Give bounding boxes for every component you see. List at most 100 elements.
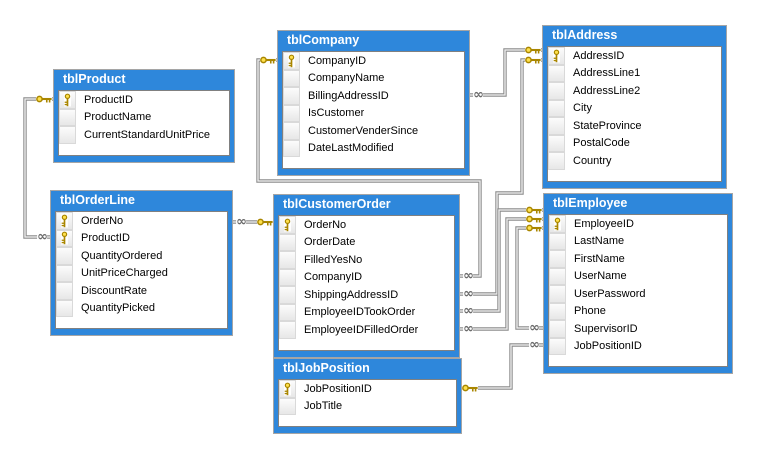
relationship-line-employee-supervisor-self[interactable] (515, 226, 543, 330)
relationship-line-employee-customerorder-took (460, 209, 543, 312)
column-name: UserPassword (574, 287, 646, 300)
table-title[interactable]: tblCompany (287, 33, 360, 47)
key-endpoint-icon (260, 55, 276, 65)
row-icon-cell (548, 82, 565, 100)
column-name: UnitPriceCharged (81, 267, 168, 280)
column-row-CurrentStandardUnitPrice[interactable]: CurrentStandardUnitPrice (59, 126, 229, 144)
column-row-OrderDate[interactable]: OrderDate (279, 233, 454, 251)
column-row-FirstName[interactable]: FirstName (549, 250, 727, 268)
row-icon-cell (56, 299, 73, 317)
row-icon-cell (283, 69, 300, 87)
table-title[interactable]: tblCustomerOrder (283, 197, 391, 211)
column-name: PostalCode (573, 137, 630, 150)
table-title[interactable]: tblProduct (63, 72, 126, 86)
relationship-line-product-orderline[interactable] (23, 97, 53, 239)
table-title[interactable]: tblAddress (552, 28, 618, 42)
column-row-DateLastModified[interactable]: DateLastModified (283, 139, 464, 157)
column-row-IsCustomer[interactable]: IsCustomer (283, 104, 464, 122)
table-tblJobPosition[interactable]: tblJobPosition JobPositionID JobTitle (273, 358, 462, 434)
column-row-StateProvince[interactable]: StateProvince (548, 117, 721, 135)
column-row-UnitPriceCharged[interactable]: UnitPriceCharged (56, 264, 227, 282)
column-row-DiscountRate[interactable]: DiscountRate (56, 282, 227, 300)
column-name: Country (573, 154, 612, 167)
column-name: EmployeeID (574, 217, 634, 230)
column-name: CompanyID (308, 54, 367, 67)
column-row-EmployeeIDFilledOrder[interactable]: EmployeeIDFilledOrder (279, 321, 454, 339)
key-endpoint-icon (36, 94, 52, 104)
row-icon-cell (549, 267, 566, 285)
relationship-line-employee-customerorder-filled (460, 218, 543, 330)
primary-key-icon (56, 212, 73, 230)
table-title[interactable]: tblJobPosition (283, 361, 370, 375)
column-row-PostalCode[interactable]: PostalCode (548, 134, 721, 152)
column-name: OrderNo (304, 218, 347, 231)
column-row-QuantityPicked[interactable]: QuantityPicked (56, 299, 227, 317)
column-name: JobPositionID (574, 340, 642, 353)
column-name: ProductID (84, 93, 133, 106)
relationship-line-employee-supervisor-self (516, 227, 543, 329)
column-name: StateProvince (573, 119, 642, 132)
table-title[interactable]: tblOrderLine (60, 193, 136, 207)
row-icon-cell (56, 282, 73, 300)
column-row-CompanyName[interactable]: CompanyName (283, 69, 464, 87)
key-endpoint-icon (526, 223, 542, 233)
column-row-UserName[interactable]: UserName (549, 267, 727, 285)
row-icon-cell (548, 99, 565, 117)
column-row-EmployeeID[interactable]: EmployeeID (549, 215, 727, 233)
key-endpoint-icon (526, 214, 542, 224)
column-row-JobTitle[interactable]: JobTitle (279, 397, 456, 415)
row-icon-cell (279, 233, 296, 251)
row-icon-cell (279, 268, 296, 286)
column-name: Phone (574, 305, 606, 318)
table-tblEmployee[interactable]: tblEmployee EmployeeID LastName FirstNam… (543, 193, 733, 374)
column-row-SupervisorID[interactable]: SupervisorID (549, 320, 727, 338)
column-row-ProductID[interactable]: ProductID (59, 91, 229, 109)
primary-key-icon (279, 380, 296, 398)
column-row-CompanyID[interactable]: CompanyID (279, 268, 454, 286)
column-name: DiscountRate (81, 284, 148, 297)
table-body: OrderNo ProductID QuantityOrdered UnitPr… (55, 211, 228, 329)
column-row-City[interactable]: City (548, 99, 721, 117)
column-row-AddressLine1[interactable]: AddressLine1 (548, 64, 721, 82)
table-title[interactable]: tblEmployee (553, 196, 628, 210)
column-row-ShippingAddressID[interactable]: ShippingAddressID (279, 286, 454, 304)
column-row-Phone[interactable]: Phone (549, 302, 727, 320)
row-icon-cell (279, 397, 296, 415)
column-row-JobPositionID[interactable]: JobPositionID (279, 380, 456, 398)
primary-key-icon (279, 216, 296, 234)
column-row-OrderNo[interactable]: OrderNo (56, 212, 227, 230)
column-row-ProductID[interactable]: ProductID (56, 229, 227, 247)
table-body: AddressID AddressLine1 AddressLine2 City… (547, 46, 722, 182)
table-body: EmployeeID LastName FirstName UserName U… (548, 214, 728, 367)
column-row-LastName[interactable]: LastName (549, 232, 727, 250)
key-endpoint-icon (462, 383, 478, 393)
column-row-CompanyID[interactable]: CompanyID (283, 52, 464, 70)
row-icon-cell (56, 247, 73, 265)
table-tblOrderLine[interactable]: tblOrderLine OrderNo ProductID QuantityO… (50, 190, 233, 336)
column-row-AddressID[interactable]: AddressID (548, 47, 721, 65)
table-body: ProductID ProductName CurrentStandardUni… (58, 90, 230, 156)
primary-key-icon (59, 91, 76, 109)
column-row-CustomerVenderSince[interactable]: CustomerVenderSince (283, 122, 464, 140)
column-row-UserPassword[interactable]: UserPassword (549, 285, 727, 303)
table-tblProduct[interactable]: tblProduct ProductID ProductName Current… (53, 69, 235, 163)
table-tblCustomerOrder[interactable]: tblCustomerOrder OrderNo OrderDate Fille… (273, 194, 460, 358)
column-name: BillingAddressID (308, 89, 389, 102)
column-row-JobPositionID[interactable]: JobPositionID (549, 337, 727, 355)
column-row-QuantityOrdered[interactable]: QuantityOrdered (56, 247, 227, 265)
key-endpoint-icon (257, 217, 273, 227)
column-row-BillingAddressID[interactable]: BillingAddressID (283, 87, 464, 105)
column-name: QuantityOrdered (81, 249, 163, 262)
column-row-AddressLine2[interactable]: AddressLine2 (548, 82, 721, 100)
column-row-ProductName[interactable]: ProductName (59, 108, 229, 126)
row-icon-cell (549, 250, 566, 268)
infinity-endpoint-icon: ∞ (529, 320, 540, 336)
column-name: DateLastModified (308, 142, 394, 155)
column-row-Country[interactable]: Country (548, 152, 721, 170)
infinity-endpoint-icon: ∞ (463, 286, 474, 302)
column-row-EmployeeIDTookOrder[interactable]: EmployeeIDTookOrder (279, 303, 454, 321)
table-tblCompany[interactable]: tblCompany CompanyID CompanyName Billing… (277, 30, 470, 176)
column-row-OrderNo[interactable]: OrderNo (279, 216, 454, 234)
column-row-FilledYesNo[interactable]: FilledYesNo (279, 251, 454, 269)
table-tblAddress[interactable]: tblAddress AddressID AddressLine1 Addres… (542, 25, 727, 189)
